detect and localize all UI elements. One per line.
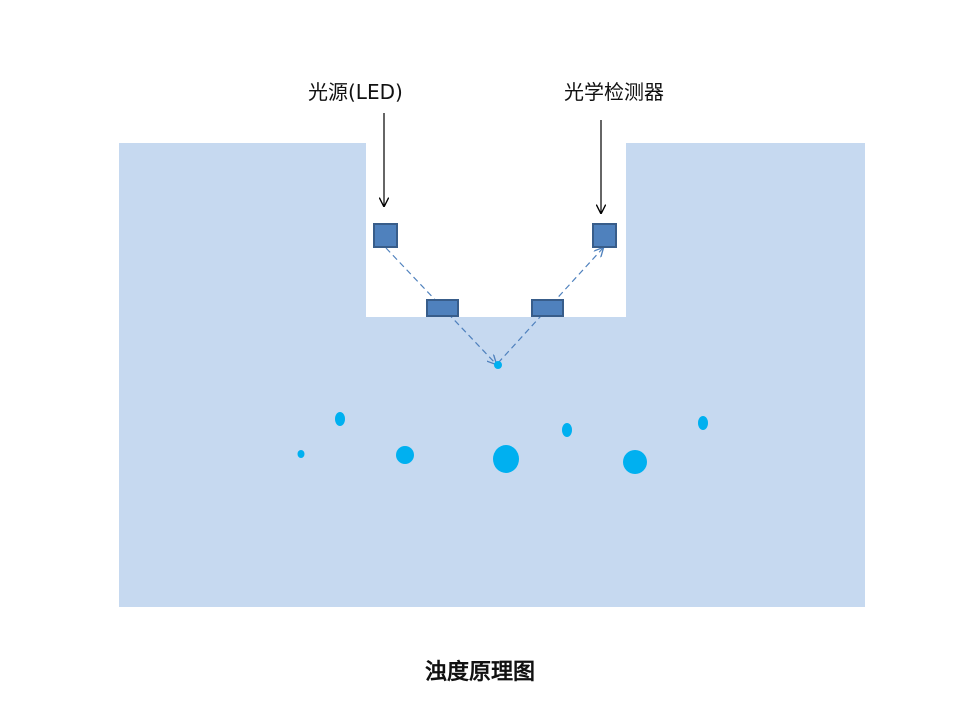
- led-light-source: [373, 223, 398, 248]
- beam-scattered: [497, 248, 603, 364]
- liquid-body: [119, 143, 865, 607]
- optical-detector: [592, 223, 617, 248]
- particle: [623, 450, 647, 474]
- beam-incident: [385, 247, 496, 364]
- diagram-caption: 浊度原理图: [424, 659, 535, 685]
- particle: [335, 412, 345, 426]
- particle: [698, 416, 708, 430]
- detector-label: 光学检测器: [564, 80, 664, 104]
- particle: [493, 445, 519, 473]
- window-left: [426, 299, 459, 317]
- light-source-label: 光源(LED): [308, 80, 403, 104]
- particle: [562, 423, 572, 437]
- particle: [396, 446, 414, 464]
- window-right: [531, 299, 564, 317]
- particle: [494, 361, 502, 369]
- particle: [297, 450, 305, 458]
- particles: [297, 361, 708, 474]
